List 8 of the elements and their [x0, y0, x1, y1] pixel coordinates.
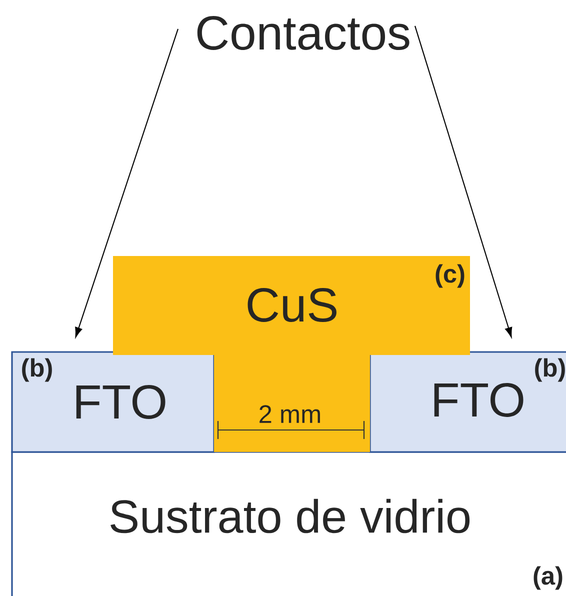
- dimension-label: 2 mm: [260, 405, 320, 423]
- arrow: [414, 26, 512, 338]
- panel-letter: (b): [535, 358, 565, 382]
- panel-letter: (c): [436, 264, 464, 288]
- callout-text: Contactos: [197, 16, 410, 50]
- panel-letter: (a): [534, 566, 562, 590]
- arrow: [75, 28, 178, 338]
- panel-letter: (b): [22, 358, 52, 382]
